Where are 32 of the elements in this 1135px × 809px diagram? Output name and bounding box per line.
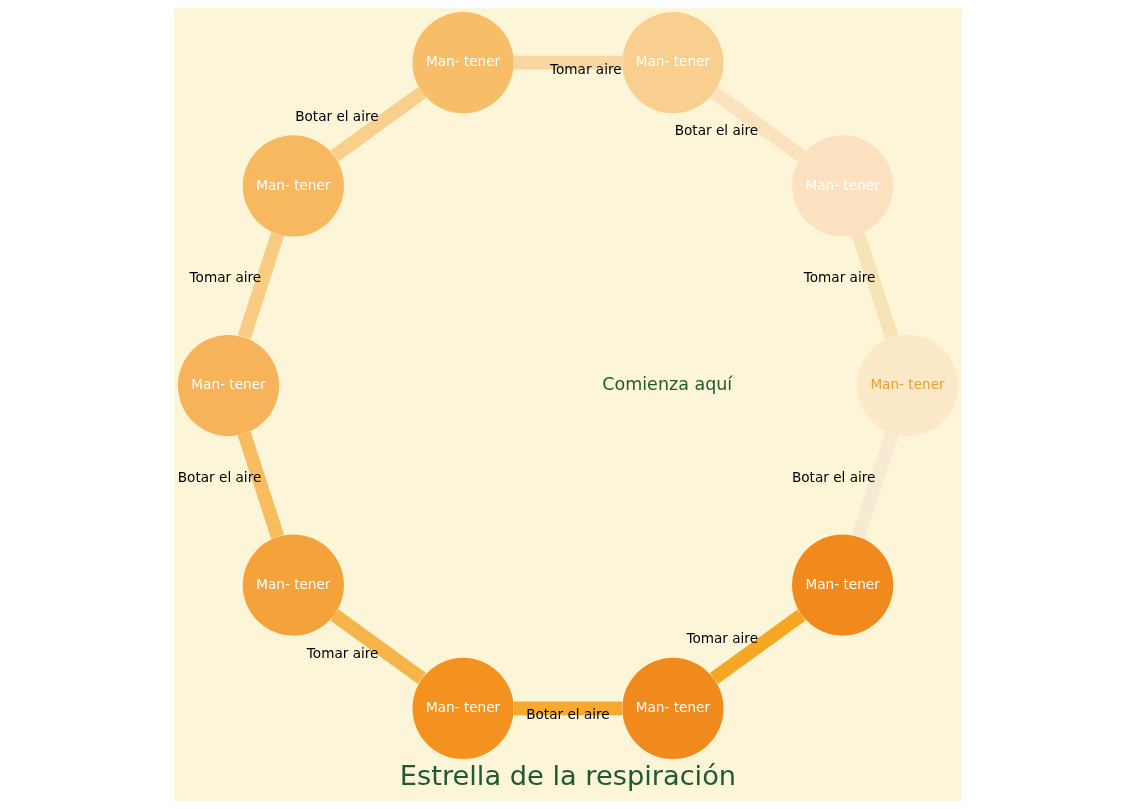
node-circle: Man- tener — [412, 657, 514, 759]
node-circle: Man- tener — [621, 12, 723, 114]
connector — [709, 609, 806, 685]
connector — [237, 232, 284, 340]
connector — [513, 701, 622, 716]
edge-label: Tomar aire — [685, 630, 758, 647]
connector — [851, 431, 898, 539]
connector — [329, 86, 426, 162]
edge-label: Tomar aire — [803, 269, 875, 286]
edge-label: Botar el aire — [525, 706, 610, 723]
edge-label: Botar el aire — [177, 468, 261, 485]
node-circle: Man- tener — [791, 534, 893, 636]
edge-label: Botar el aire — [791, 468, 875, 485]
edge-label: Botar el aire — [294, 107, 379, 124]
edge-label: Tomar aire — [549, 60, 622, 77]
connector — [513, 55, 622, 70]
node-circle: Man- tener — [791, 135, 893, 237]
node-circle: Man- tener — [242, 135, 344, 237]
connector — [237, 431, 284, 539]
connector — [329, 609, 426, 685]
edge-label: Tomar aire — [306, 644, 378, 661]
node-circle: Man- tener — [621, 657, 723, 759]
label: Comienza aquí — [601, 373, 732, 394]
diagram-title: Estrella de la respiración — [399, 759, 736, 791]
node-circle: Man- tener — [856, 334, 958, 437]
node-circle: Man- tener — [177, 334, 279, 437]
edge-label: Tomar aire — [189, 269, 261, 285]
connector — [851, 232, 898, 340]
edge-label: Botar el aire — [674, 122, 758, 139]
node-circle: Man- tener — [242, 534, 344, 636]
connector — [709, 86, 806, 162]
node-circle: Man- tener — [412, 12, 514, 114]
